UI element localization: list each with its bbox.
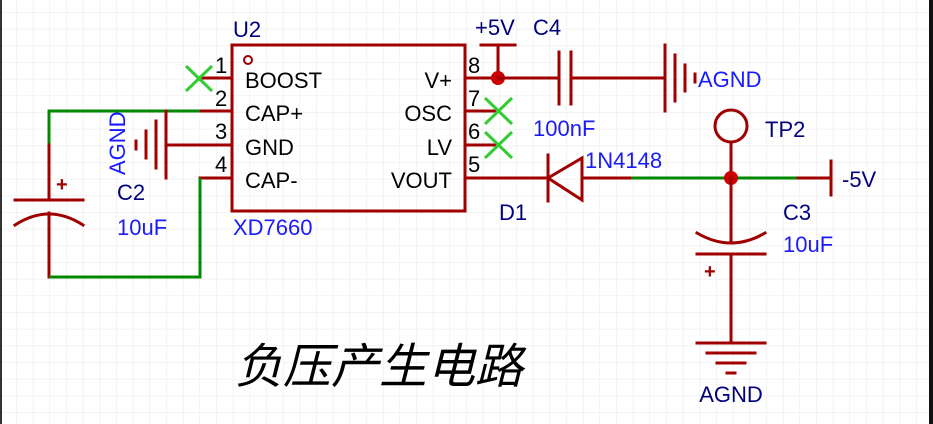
agnd-bottom-label: AGND	[699, 382, 763, 407]
pin-1-name: BOOST	[245, 68, 322, 93]
pin-4-number: 4	[215, 152, 227, 177]
c3-plate-negative	[694, 230, 768, 245]
pin-6-number: 6	[468, 119, 480, 144]
c2-designator: C2	[117, 180, 145, 205]
c4-capacitor[interactable]: C4 100nF	[496, 15, 667, 141]
pin-4-name: CAP-	[245, 168, 298, 193]
net-cap-plus-wire	[47, 109, 200, 145]
tp2-designator: TP2	[765, 117, 805, 142]
u2-part-number: XD7660	[233, 215, 313, 240]
pin-2-number: 2	[215, 86, 227, 111]
minus5v-power-port[interactable]: -5V	[796, 159, 877, 197]
no-connect-pin-1-icon	[184, 64, 214, 93]
no-connect-pin-6-icon	[483, 130, 514, 160]
pin-7-name: OSC	[404, 101, 452, 126]
pin-3-number: 3	[215, 119, 227, 144]
c3-polarity-mark: +	[704, 261, 716, 283]
agnd-left-label: AGND	[105, 111, 130, 175]
pin-1-number: 1	[215, 53, 227, 78]
pin-5-name: VOUT	[391, 168, 452, 193]
net-cap-minus-wire	[49, 178, 202, 279]
plus5v-label: +5V	[475, 15, 515, 40]
pin-8-number: 8	[468, 53, 480, 78]
d1-designator: D1	[499, 200, 527, 225]
minus5v-label: -5V	[842, 167, 877, 192]
agnd-left-ground-icon	[134, 109, 202, 180]
left-border	[0, 0, 2, 424]
d1-diode[interactable]: D1 1N4148	[496, 148, 662, 225]
c3-value: 10uF	[783, 232, 833, 257]
c3-designator: C3	[783, 200, 811, 225]
pin-3-name: GND	[245, 135, 294, 160]
c4-designator: C4	[533, 15, 561, 40]
c2-capacitor[interactable]: + C2 10uF	[12, 109, 200, 279]
pin1-marker-icon	[243, 55, 253, 65]
pin-5-number: 5	[468, 152, 480, 177]
c3-capacitor[interactable]: + C3 10uF	[694, 176, 833, 345]
pin-2-name: CAP+	[245, 101, 303, 126]
agnd-bottom-ground-icon	[695, 341, 767, 375]
schematic-title: 负压产生电路	[235, 339, 527, 395]
agnd-top-ground-icon	[663, 43, 697, 113]
agnd-top-label: AGND	[698, 67, 762, 92]
right-border	[929, 0, 933, 424]
pin-8-name: V+	[424, 68, 452, 93]
tp2-test-point[interactable]: TP2	[713, 108, 805, 180]
u2-body	[230, 43, 467, 213]
c2-value: 10uF	[117, 215, 167, 240]
c4-value: 100nF	[533, 116, 595, 141]
d1-part-number: 1N4148	[585, 148, 662, 173]
pin-7-number: 7	[468, 86, 480, 111]
u2-designator: U2	[233, 17, 261, 42]
pin-6-name: LV	[427, 135, 453, 160]
no-connect-pin-7-icon	[483, 96, 514, 126]
plus5v-power-port[interactable]: +5V	[475, 15, 517, 80]
c2-polarity-mark: +	[56, 174, 68, 196]
u2-chip[interactable]: U2 XD7660 1 2 3 4 BOOST CAP+ GND CAP- 8 …	[198, 17, 500, 240]
